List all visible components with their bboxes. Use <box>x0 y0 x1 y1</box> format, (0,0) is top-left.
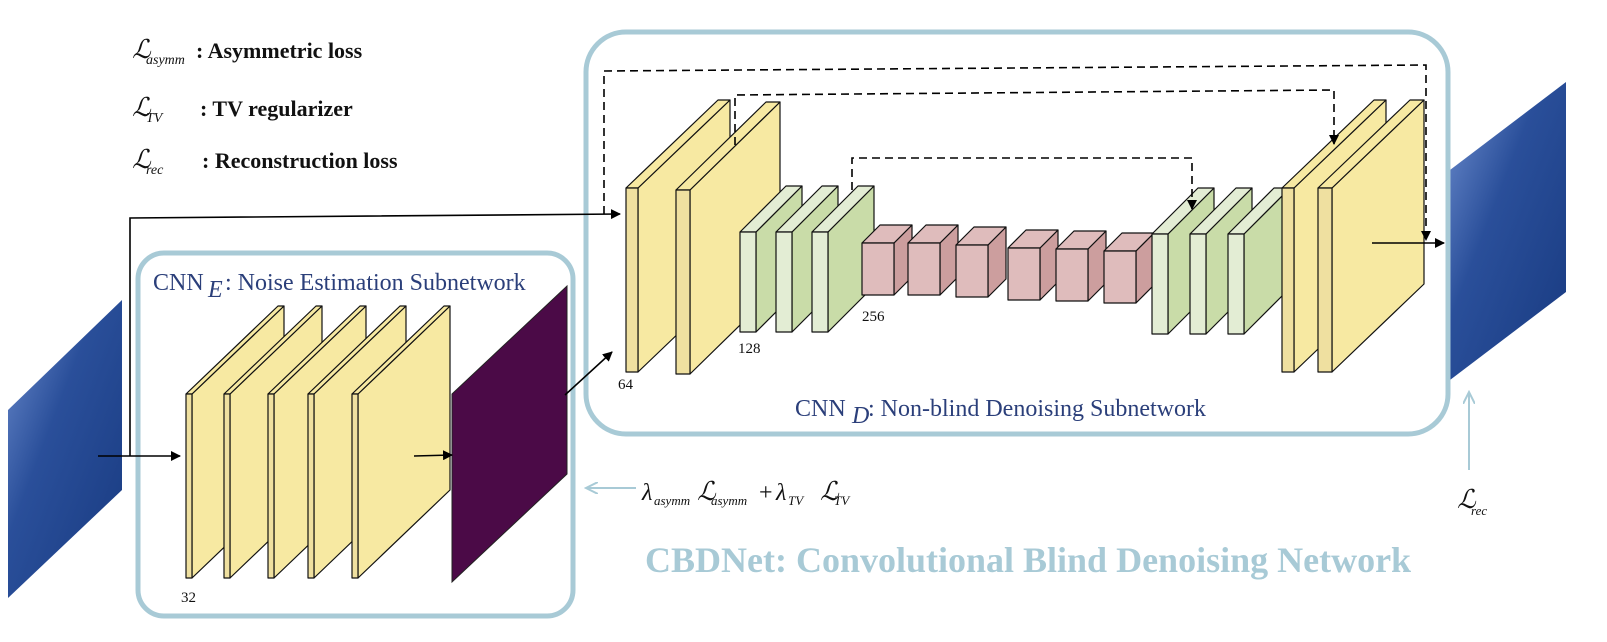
enc-128-layer-3-front <box>811 231 829 333</box>
enc-128-layer-2-front <box>775 231 793 333</box>
loss-formula: λ asymm ℒ asymm + λ TV ℒ TV <box>641 477 851 508</box>
reconstruction-loss-label: ℒ rec <box>1457 485 1487 518</box>
arrow-to-noise-map <box>413 450 453 461</box>
arrow-noise-to-denoising <box>564 351 613 396</box>
denoising-subnetwork-frame <box>583 29 1451 437</box>
lambda-tv: λ <box>775 480 786 506</box>
dec-64-layer-1-front <box>1281 187 1295 373</box>
output-clean-image <box>1450 82 1566 380</box>
legend-label: : TV regularizer <box>200 96 353 121</box>
connectors <box>98 209 1445 461</box>
estimation-layer-2-front <box>223 393 231 579</box>
enc-128-layer-1-front <box>739 231 757 333</box>
legend-subscript: TV <box>146 111 164 126</box>
denoising-title-sub: D <box>851 403 869 429</box>
arrow-input-to-denoising <box>129 209 621 456</box>
dec-128-layer-1-front <box>1151 233 1169 335</box>
dec-128-layer-3-front <box>1227 233 1245 335</box>
lambda-tv-sub: TV <box>788 493 805 508</box>
legend-symbol: ℒ <box>132 35 152 64</box>
loss-asymm: ℒ <box>697 477 717 506</box>
channel-label-64: 64 <box>618 377 634 393</box>
enc-64-layer-1-front <box>625 187 639 373</box>
estimation-title-sub: E <box>207 277 223 303</box>
legend-item-rec: ℒ rec : Reconstruction loss <box>132 145 398 178</box>
estimation-layer-5-front <box>351 393 359 579</box>
rec-symbol: ℒ <box>1457 485 1477 514</box>
legend-subscript: rec <box>146 163 164 178</box>
estimation-subnetwork-frame <box>135 250 576 619</box>
dec-64-layer-2-front <box>1317 187 1333 373</box>
bottleneck-256-layer-5-front <box>1055 248 1089 302</box>
network-title: CBDNet: Convolutional Blind Denoising Ne… <box>645 540 1411 580</box>
dec-128-layer-2-front <box>1189 233 1207 335</box>
loss-tv-sub: TV <box>834 493 851 508</box>
channel-label-256: 256 <box>862 309 885 325</box>
estimation-channel-label: 32 <box>181 590 196 606</box>
denoising-title: CNN D : Non-blind Denoising Subnetwork <box>795 396 1206 429</box>
bottleneck-256-layer-3-front <box>955 244 989 298</box>
skip-connection-256 <box>851 157 1197 210</box>
estimation-layer-4-front <box>307 393 315 579</box>
plus-sign: + <box>759 480 773 506</box>
legend-item-asymmetric: ℒ asymm : Asymmetric loss <box>132 35 363 68</box>
bottleneck-256-layer-1-front <box>861 242 895 296</box>
enc-64-layer-2-front <box>675 189 691 375</box>
network-layers <box>185 99 1425 579</box>
input-noisy-image <box>8 300 122 598</box>
bottleneck-256-layer-2-front <box>907 242 941 296</box>
legend-label: : Reconstruction loss <box>202 148 398 173</box>
skip-connection-128 <box>734 89 1339 145</box>
loss-asymm-sub: asymm <box>711 493 747 508</box>
estimation-layer-1-front <box>185 393 193 579</box>
denoising-title-name: CNN <box>795 396 846 422</box>
legend-subscript: asymm <box>146 53 185 68</box>
channel-label-128: 128 <box>738 341 761 357</box>
denoising-title-desc: : Non-blind Denoising Subnetwork <box>868 396 1206 422</box>
legend-symbol: ℒ <box>132 93 152 122</box>
skip-connection-64 <box>603 64 1431 241</box>
legend-symbol: ℒ <box>132 145 152 174</box>
noise-level-map <box>451 284 568 584</box>
skip-connections <box>603 64 1431 241</box>
loss-tv: ℒ <box>820 477 840 506</box>
legend-label: : Asymmetric loss <box>196 38 363 63</box>
estimation-title-name: CNN <box>153 270 204 296</box>
lambda-asymm: λ <box>641 480 652 506</box>
rec-subscript: rec <box>1471 503 1487 518</box>
bottleneck-256-layer-4-front <box>1007 247 1041 301</box>
legend-item-tv: ℒ TV : TV regularizer <box>132 93 353 126</box>
lambda-asymm-sub: asymm <box>654 493 690 508</box>
legend: ℒ asymm : Asymmetric loss ℒ TV : TV regu… <box>132 35 398 178</box>
estimation-title: CNN E : Noise Estimation Subnetwork <box>153 270 526 303</box>
estimation-title-desc: : Noise Estimation Subnetwork <box>225 270 526 296</box>
bottleneck-256-layer-6-front <box>1103 250 1137 304</box>
estimation-layer-3-front <box>267 393 275 579</box>
